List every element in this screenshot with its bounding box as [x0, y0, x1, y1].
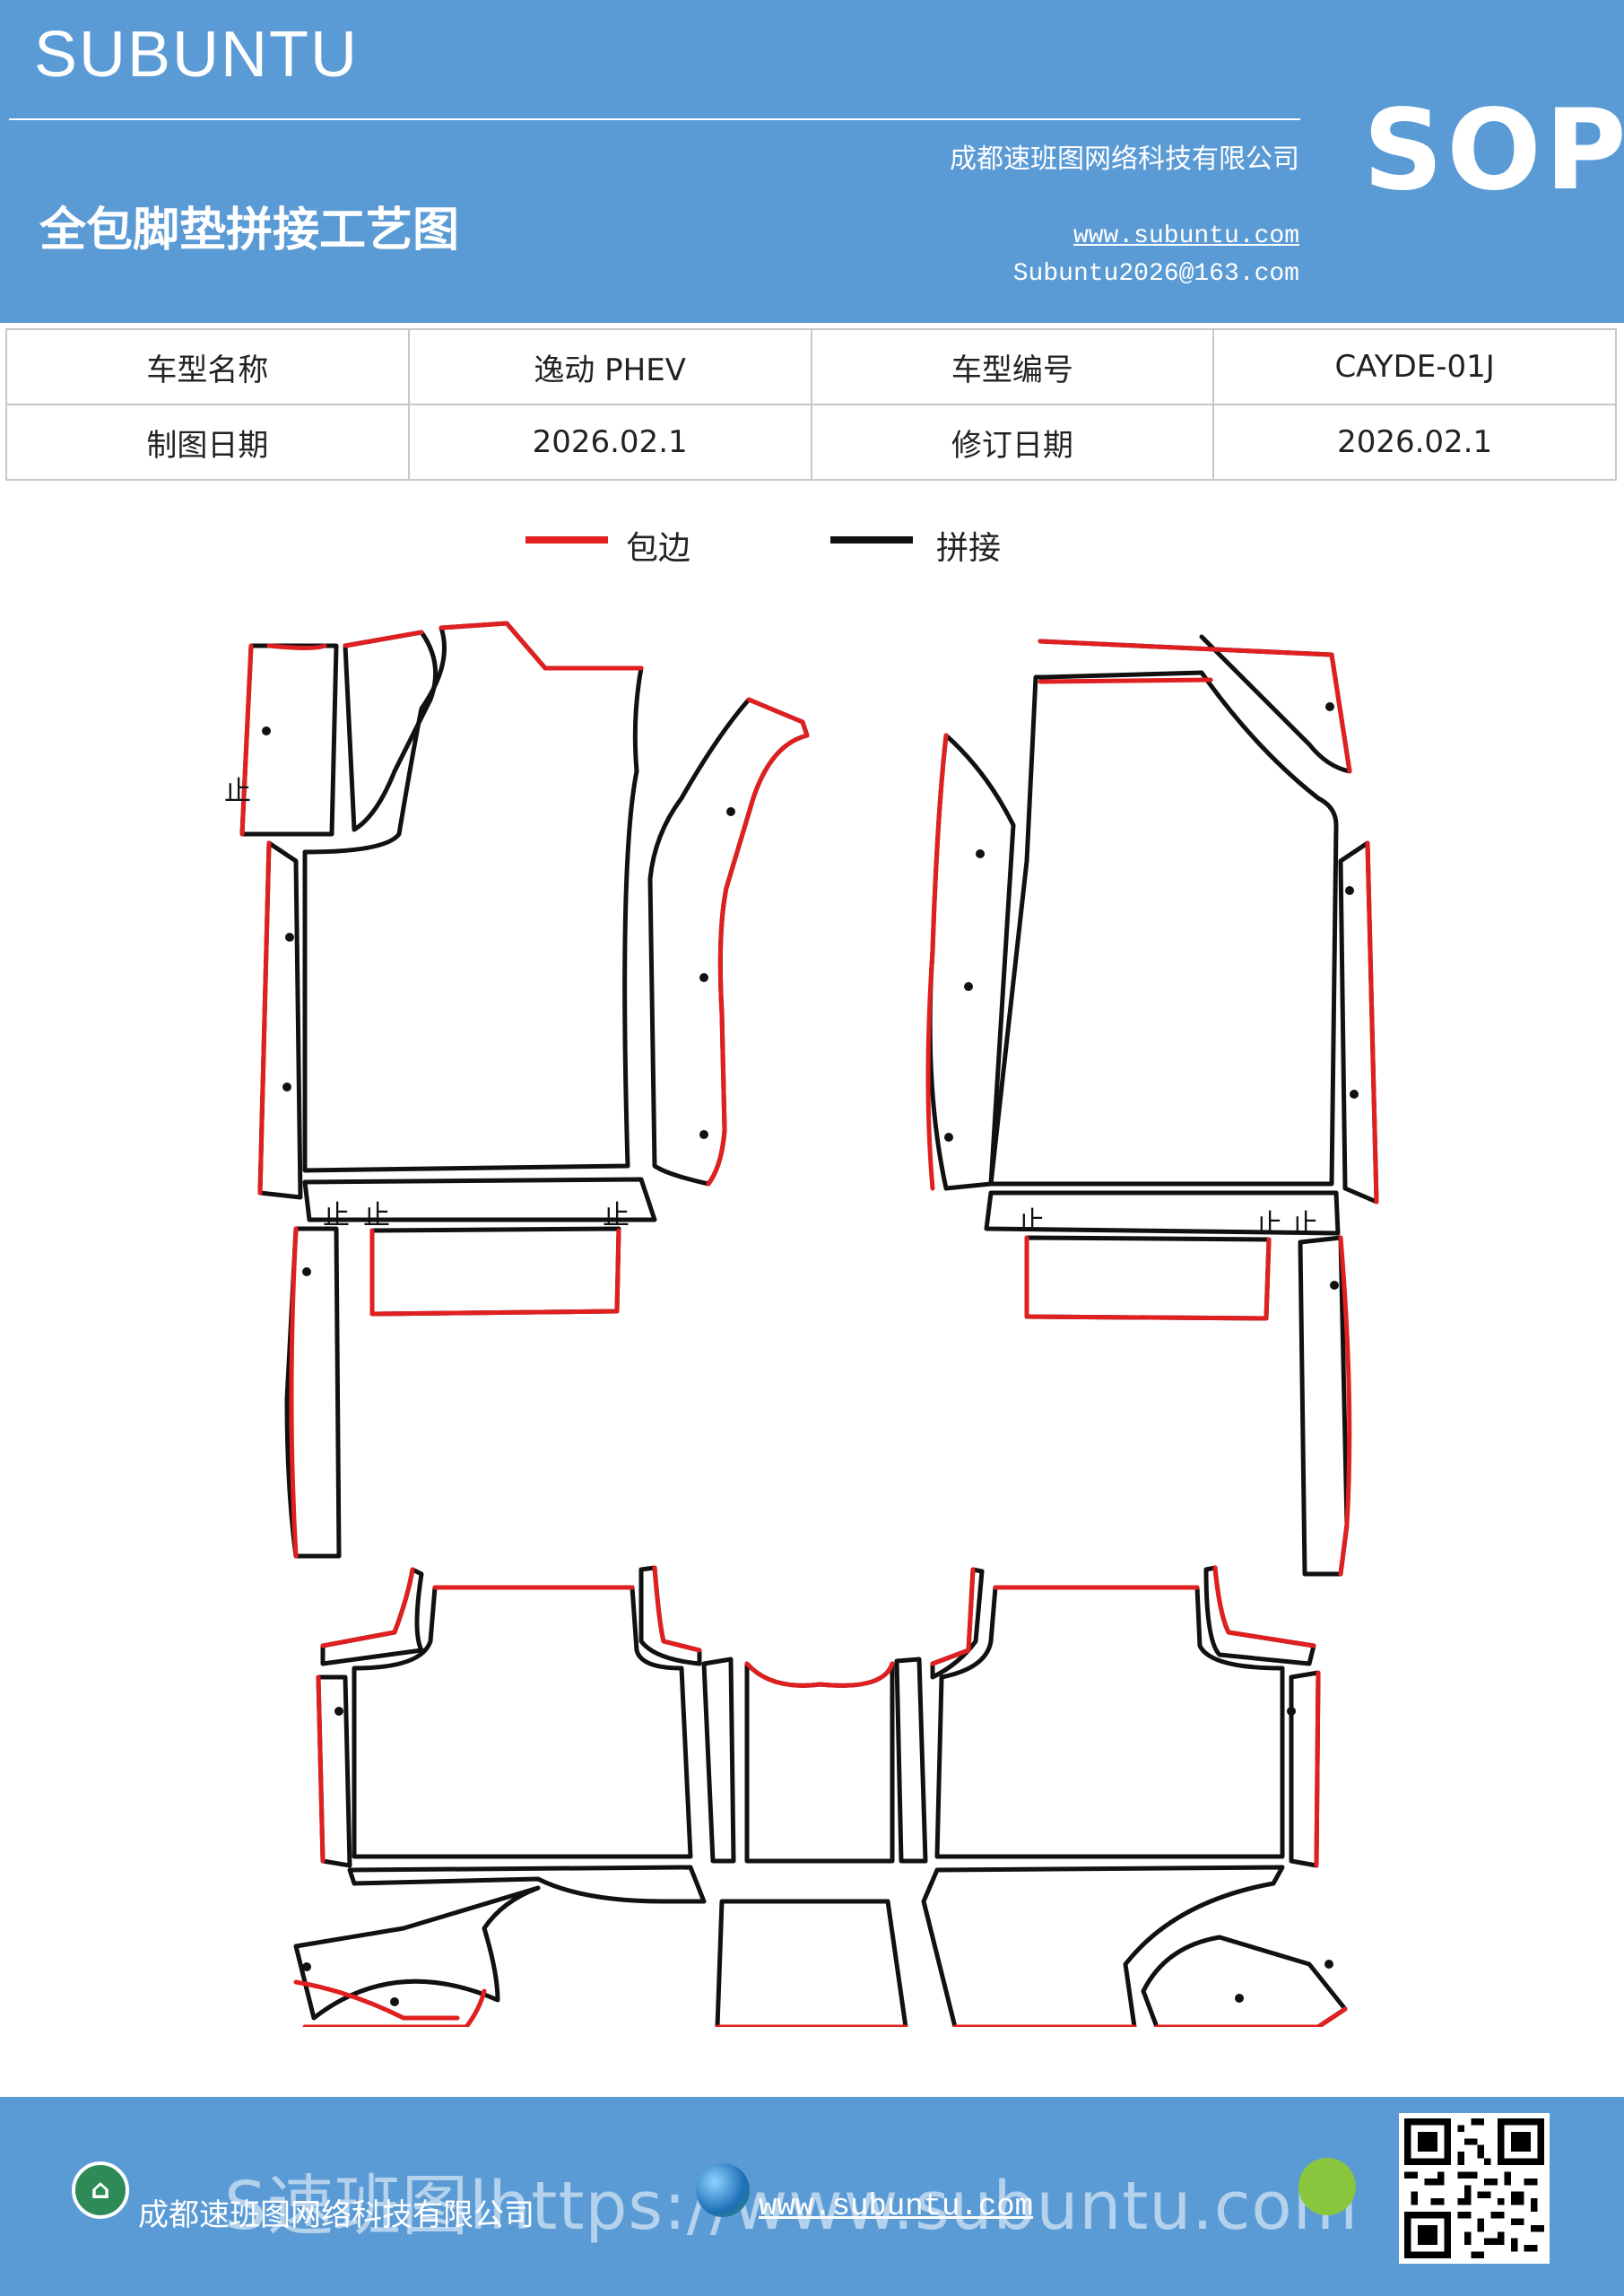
footer-website-link[interactable]: www.subuntu.com — [759, 2190, 1034, 2224]
table-cell: CAYDE-01J — [1212, 328, 1617, 405]
stop-marker: 止 — [224, 776, 251, 807]
hole-dots — [262, 702, 1359, 2006]
header: SUBUNTU 全包脚垫拼接工艺图 成都速班图网络科技有限公司 www.subu… — [0, 0, 1624, 323]
home-badge-icon: ⌂ — [72, 2161, 129, 2219]
document-title: 全包脚垫拼接工艺图 — [39, 203, 460, 257]
stop-marker: 止 — [603, 1200, 630, 1231]
table-cell: 2026.02.1 — [1212, 404, 1617, 481]
header-divider — [9, 118, 1300, 120]
info-table: 车型名称 逸动 PHEV 车型编号 CAYDE-01J 制图日期 2026.02… — [5, 328, 1617, 481]
footer-watermark: S速班图lhttps://www.subuntu.com — [224, 2168, 1359, 2245]
table-cell: 修订日期 — [810, 404, 1215, 481]
stop-marker: 止 — [363, 1200, 390, 1231]
table-cell: 车型编号 — [810, 328, 1215, 405]
stop-marker: 止 — [323, 1200, 350, 1231]
globe-icon — [696, 2163, 750, 2217]
website-link[interactable]: www.subuntu.com — [1073, 222, 1299, 250]
table-cell: 车型名称 — [5, 328, 410, 405]
legend: 包边 拼接 — [0, 527, 1624, 572]
stop-markers: 止 止 止 止 止 止 止 — [224, 776, 1318, 1240]
stop-marker: 止 — [1291, 1209, 1318, 1240]
front-right-mat — [925, 634, 1379, 1577]
rear-mat — [293, 1565, 1348, 2027]
stop-marker: 止 — [1018, 1206, 1045, 1238]
binding-legend-swatch — [525, 536, 608, 544]
qr-code-image — [1404, 2118, 1544, 2258]
binding-legend-label: 包边 — [626, 530, 691, 567]
sop-badge: SOP — [1363, 86, 1624, 215]
qr-code — [1399, 2113, 1550, 2264]
floor-mat-diagram: 止 止 止 止 止 止 止 — [224, 621, 1379, 2027]
front-left-mat — [239, 621, 810, 1559]
table-cell: 制图日期 — [5, 404, 410, 481]
wechat-icon[interactable] — [1298, 2158, 1356, 2215]
footer-company: 成都速班图网络科技有限公司 — [138, 2197, 534, 2233]
footer: ⌂ S速班图lhttps://www.subuntu.com 成都速班图网络科技… — [0, 2097, 1624, 2296]
stop-marker: 止 — [1255, 1209, 1282, 1240]
table-row: 车型名称 逸动 PHEV 车型编号 CAYDE-01J — [5, 328, 1617, 405]
table-row: 制图日期 2026.02.1 修订日期 2026.02.1 — [5, 404, 1617, 481]
email-address: Subuntu2026@163.com — [1012, 260, 1299, 288]
table-cell: 逸动 PHEV — [407, 328, 812, 405]
brand-name: SUBUNTU — [34, 19, 360, 91]
seam-legend-swatch — [830, 536, 913, 544]
seam-legend-label: 拼接 — [936, 530, 1002, 567]
company-name: 成都速班图网络科技有限公司 — [950, 144, 1299, 175]
table-cell: 2026.02.1 — [407, 404, 812, 481]
